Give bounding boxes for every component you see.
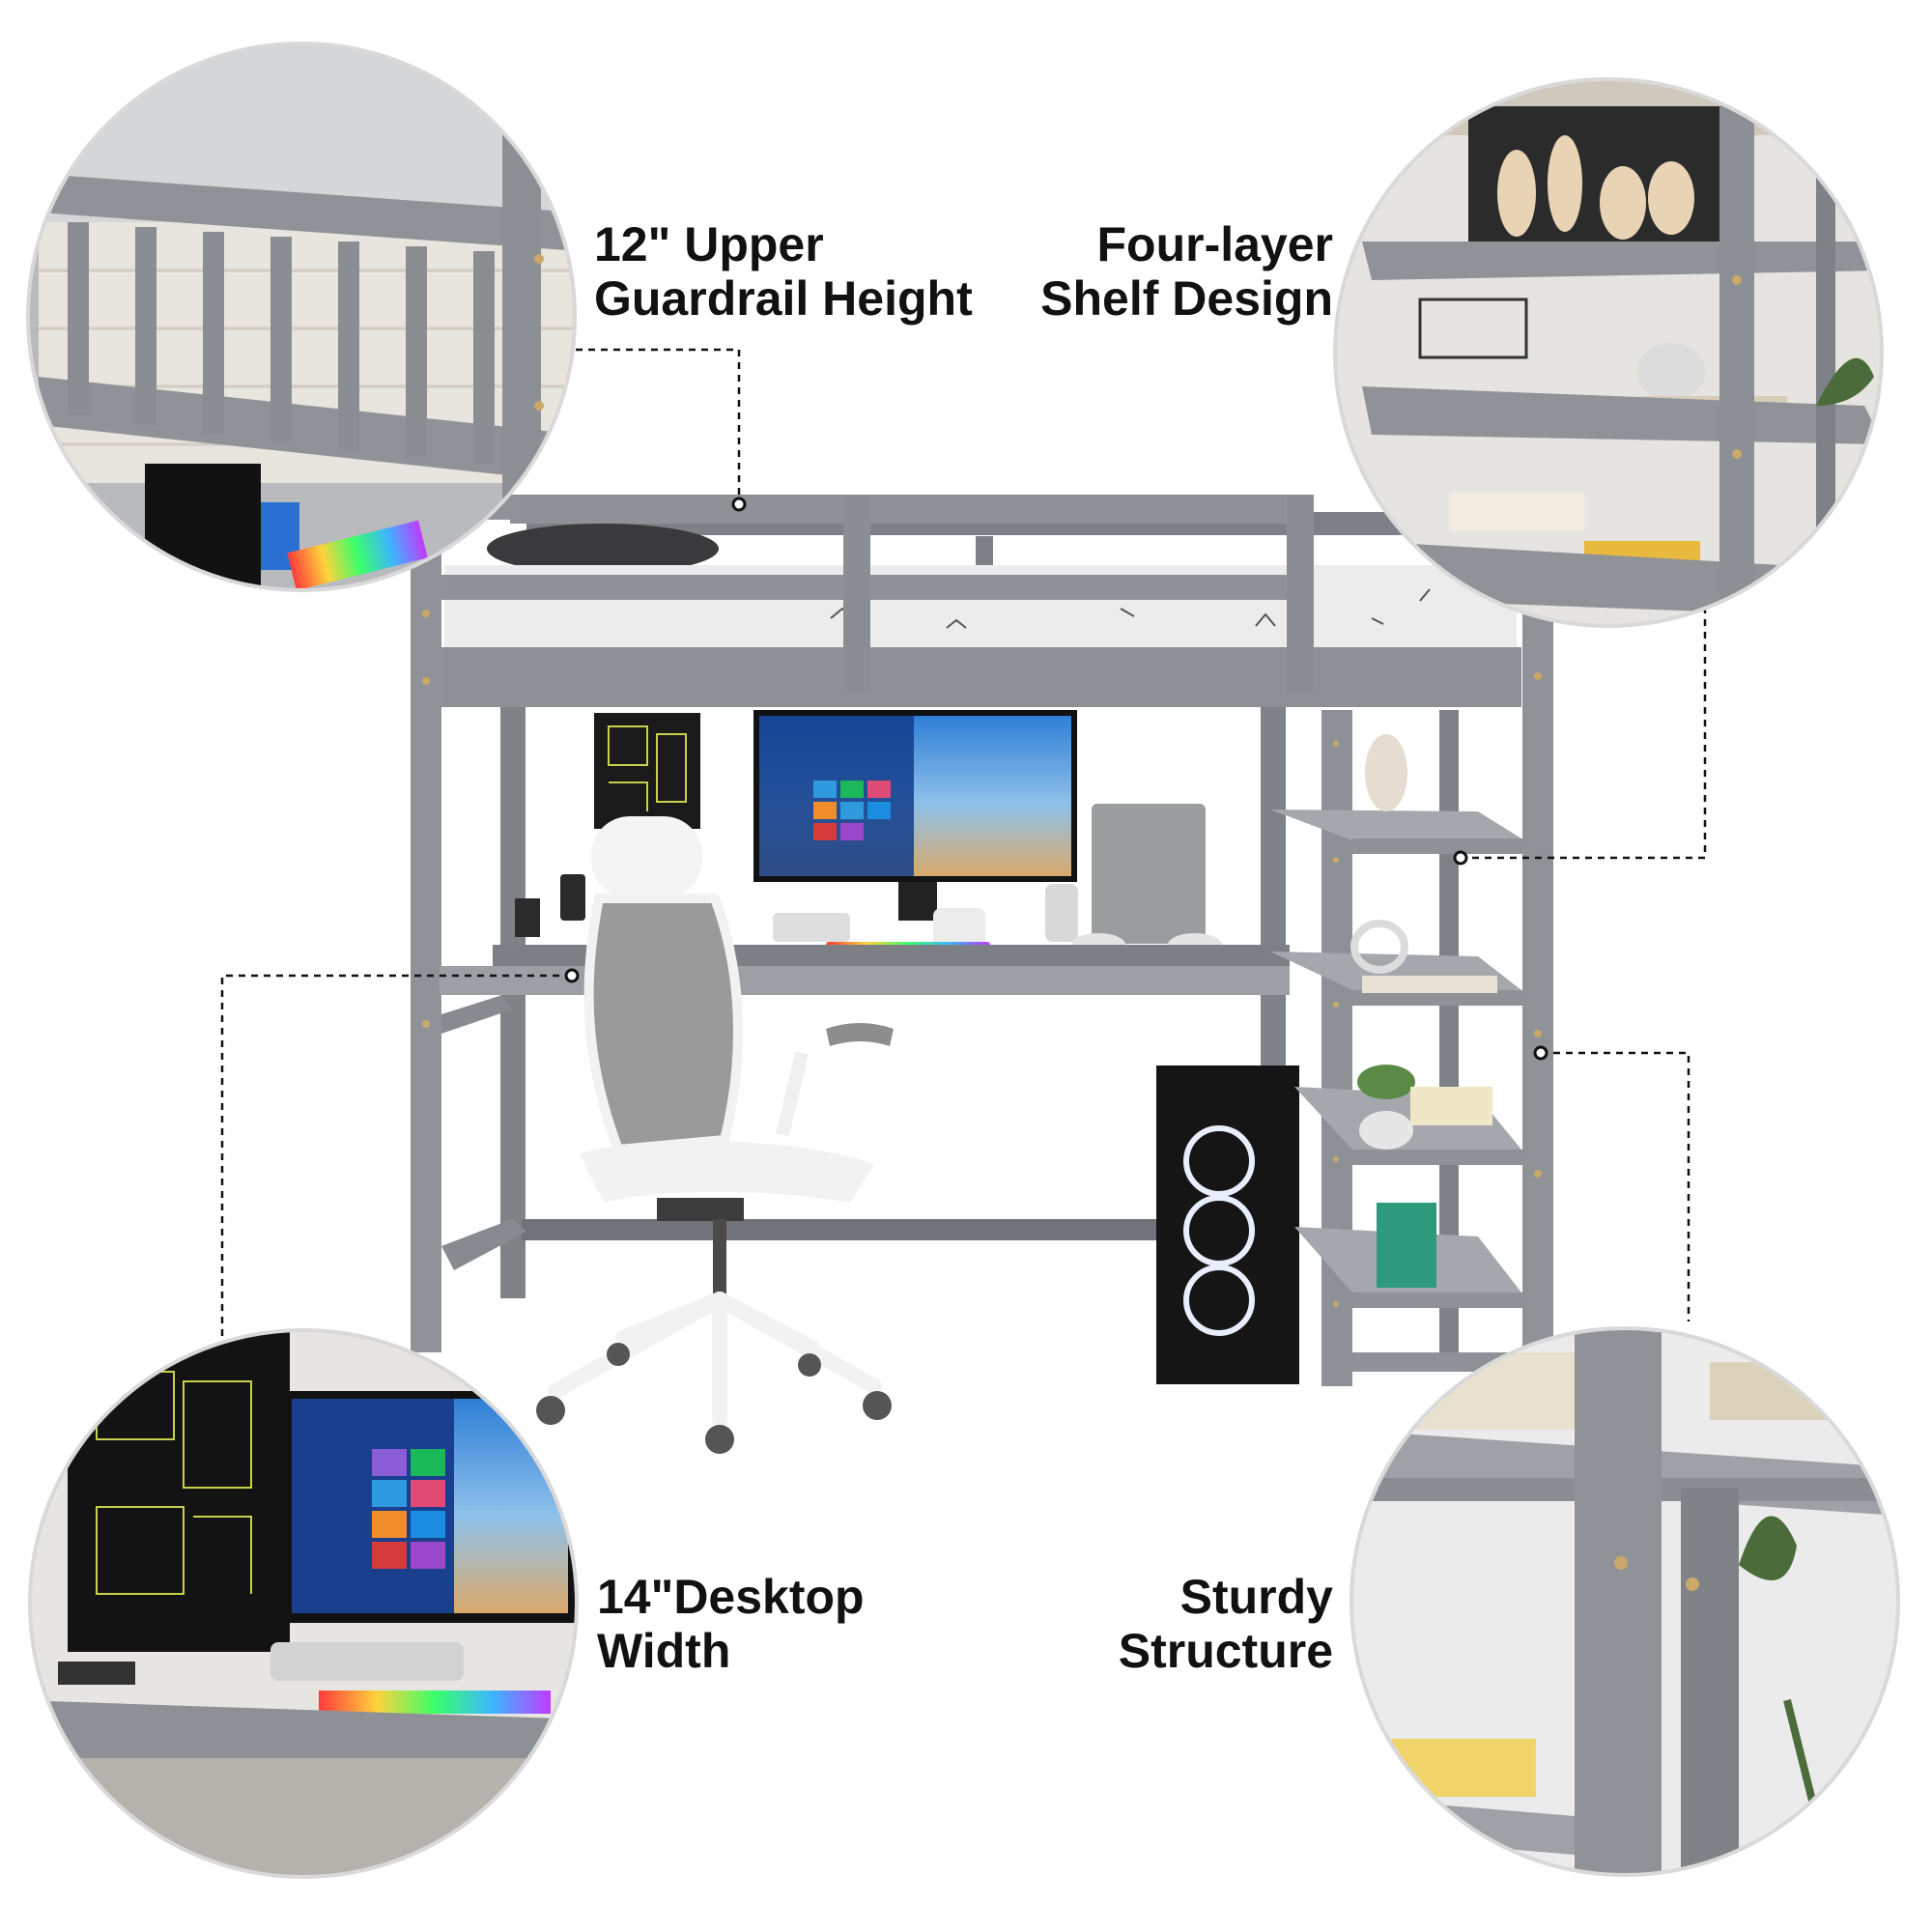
leader-endpoints [564, 497, 1548, 1061]
chair-armrest [826, 1023, 894, 1046]
front-guardrail-top [510, 495, 1314, 524]
front-side-rail [440, 647, 1521, 707]
callout-desktop-line2: Width [597, 1624, 731, 1678]
loft-bed [411, 495, 1553, 1437]
ladder-post-left [843, 495, 870, 693]
callout-guardrail-line1: 12" Upper [594, 217, 824, 271]
shelf-post-back [1439, 710, 1459, 1367]
desk-front-edge [440, 966, 1290, 995]
front-post-left [411, 495, 441, 1352]
book-stack-3 [1410, 1087, 1492, 1125]
front-guardrail-bottom [440, 575, 1314, 600]
ladder-post-right [1287, 495, 1314, 693]
callout-desktop-width: 14"Desktop Width [597, 1570, 865, 1678]
chair-mechanism [657, 1198, 744, 1221]
detail-circle-desktop [28, 1328, 579, 1879]
leader-desktop [220, 974, 572, 1343]
speaker-right [1045, 884, 1078, 942]
callout-desktop-line1: 14"Desktop [597, 1570, 865, 1624]
pc-fan-3 [1183, 1264, 1255, 1336]
printer [773, 913, 850, 942]
callout-leaders [220, 348, 1707, 1343]
detail-circle-guardrail [26, 42, 577, 592]
leader-shelf [1461, 607, 1707, 860]
pillow [487, 524, 719, 574]
book-stack-2 [1362, 976, 1497, 993]
cross-brace-left-upper [441, 995, 512, 1034]
chair-wheels [536, 1343, 892, 1454]
leader-guardrail [576, 348, 741, 504]
retro-radio [933, 908, 985, 947]
callout-shelf-line1: Four-layer [1096, 217, 1333, 271]
plant-pot [1359, 1111, 1413, 1150]
back-guardrail-slat [976, 536, 993, 565]
callout-guardrail-height: 12" Upper Guardrail Height [594, 217, 973, 326]
figurine-shelf-top [1365, 734, 1407, 811]
headphones [1350, 920, 1408, 974]
laptop [1092, 804, 1206, 944]
monitor-stand [898, 882, 937, 921]
frame-screws [422, 610, 1542, 1307]
pc-tower [1156, 1065, 1299, 1384]
speaker-left [560, 874, 585, 921]
callout-guardrail-line2: Guardrail Height [594, 271, 973, 326]
office-chair [536, 816, 894, 1454]
callout-structure-line1: Sturdy [1179, 1570, 1333, 1624]
pen-cup [515, 898, 540, 937]
callout-structure-line2: Structure [1118, 1624, 1333, 1678]
callout-sturdy-structure: Sturdy Structure [1005, 1570, 1333, 1678]
chair-base [548, 1292, 882, 1428]
callout-shelf-design: Four-layer Shelf Design [976, 217, 1333, 326]
lower-back-rail [522, 1219, 1275, 1240]
shelf-1 [1270, 810, 1521, 840]
pc-fan-1 [1183, 1125, 1255, 1197]
chair-headrest [591, 816, 702, 898]
front-post-right [1522, 512, 1553, 1437]
chair-gas-lift [713, 1219, 726, 1296]
chair-back [583, 894, 743, 1155]
leader-structure [1541, 1051, 1690, 1321]
detail-circle-shelves [1333, 77, 1884, 628]
pc-fan-2 [1183, 1195, 1255, 1266]
chair-seat [580, 1141, 874, 1203]
detail-circle-structure [1350, 1326, 1900, 1877]
callout-shelf-line2: Shelf Design [1040, 271, 1333, 326]
book-green [1377, 1203, 1436, 1288]
cross-brace-left [441, 1219, 526, 1270]
